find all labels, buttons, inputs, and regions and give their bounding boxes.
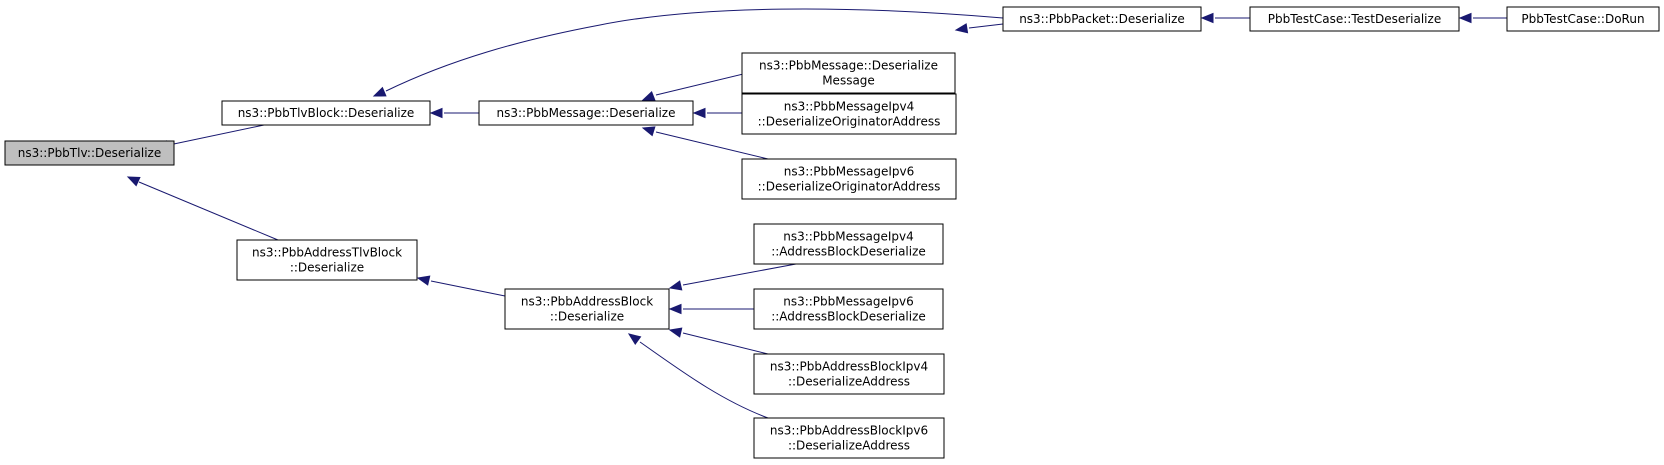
node-box bbox=[1249, 6, 1460, 32]
arrowhead bbox=[692, 107, 706, 119]
edge-pbbaddressblock-deserialize-to-pbbaddresstlvblock-deserialize bbox=[416, 275, 506, 297]
node-box bbox=[1506, 6, 1660, 32]
arrowhead bbox=[1458, 12, 1472, 24]
node-label: PbbTestCase::TestDeserialize bbox=[1268, 12, 1441, 26]
node-label: ::DeserializeOriginatorAddress bbox=[758, 115, 941, 129]
edge-line bbox=[138, 181, 279, 241]
node-label: ns3::PbbMessageIpv4 bbox=[784, 100, 915, 114]
node-pbbaddressblockipv6-deserializeaddress[interactable]: ns3::PbbAddressBlockIpv6::DeserializeAdd… bbox=[753, 417, 945, 459]
node-box bbox=[741, 52, 956, 94]
node-pbbmessageipv6-addressblockdeserialize[interactable]: ns3::PbbMessageIpv6::AddressBlockDeseria… bbox=[753, 288, 944, 330]
node-pbbtlv-deserialize[interactable]: ns3::PbbTlv::Deserialize bbox=[4, 140, 175, 166]
node-label: PbbTestCase::DoRun bbox=[1521, 12, 1644, 26]
edge-line bbox=[385, 8, 1004, 92]
node-label: ns3::PbbMessageIpv4 bbox=[783, 230, 914, 244]
node-pbbtlvblock-deserialize[interactable]: ns3::PbbTlvBlock::Deserialize bbox=[221, 100, 431, 126]
arrowhead bbox=[627, 333, 642, 346]
nodes-layer: ns3::PbbTlv::Deserialize ns3::PbbTlvBlock… bbox=[4, 6, 1660, 459]
node-box bbox=[753, 223, 944, 265]
node-label: ns3::PbbAddressTlvBlock bbox=[252, 246, 402, 260]
arrowhead bbox=[668, 327, 683, 338]
node-box bbox=[1002, 6, 1202, 32]
node-label: ::Deserialize bbox=[290, 261, 364, 275]
arrowhead bbox=[954, 23, 969, 34]
node-label: ::DeserializeAddress bbox=[788, 375, 910, 389]
node-pbbmessageipv4-addressblockdeserialize[interactable]: ns3::PbbMessageIpv4::AddressBlockDeseria… bbox=[753, 223, 944, 265]
edges-layer bbox=[126, 8, 1507, 419]
node-label: ns3::PbbAddressBlockIpv4 bbox=[770, 360, 928, 374]
edge-line bbox=[655, 131, 769, 160]
node-box bbox=[741, 93, 957, 135]
node-box bbox=[741, 158, 957, 200]
node-label: ::AddressBlockDeserialize bbox=[771, 310, 926, 324]
node-box bbox=[753, 353, 945, 395]
edge-pbbtestcase-testdeserialize-to-pbbpacket-deserialize bbox=[1200, 12, 1250, 24]
edge-pbbtestcase-dorun-to-pbbtestcase-testdeserialize bbox=[1458, 12, 1507, 24]
node-label: ns3::PbbMessage::Deserialize bbox=[497, 106, 676, 120]
node-label: ::AddressBlockDeserialize bbox=[771, 245, 926, 259]
node-pbbpacket-deserialize[interactable]: ns3::PbbPacket::Deserialize bbox=[1002, 6, 1202, 32]
node-label: ns3::PbbMessage::Deserialize bbox=[759, 59, 938, 73]
node-box bbox=[221, 100, 431, 126]
node-label: ns3::PbbAddressBlock bbox=[521, 295, 653, 309]
node-label: ns3::PbbAddressBlockIpv6 bbox=[770, 424, 928, 438]
node-pbbaddressblockipv4-deserializeaddress[interactable]: ns3::PbbAddressBlockIpv4::DeserializeAdd… bbox=[753, 353, 945, 395]
node-label: ns3::PbbPacket::Deserialize bbox=[1019, 12, 1185, 26]
edge-pbbaddresstlvblock-deserialize-to-pbbtlv-deserialize bbox=[126, 176, 279, 241]
node-label: ::DeserializeOriginatorAddress bbox=[758, 180, 941, 194]
edge-pbbmessageipv4-addressblockdeserialize-to-pbbaddressblock-deserialize bbox=[668, 263, 797, 291]
edge-pbbaddressblockipv4-deserializeaddress-to-pbbaddressblock-deserialize bbox=[668, 327, 769, 355]
arrowhead bbox=[668, 280, 683, 291]
node-box bbox=[753, 288, 944, 330]
node-box bbox=[236, 239, 418, 281]
node-label: Message bbox=[822, 74, 875, 88]
edge-pbbpacket-deserialize-to-pbbtlvblock-deserialize bbox=[372, 8, 1004, 97]
edge-line bbox=[682, 263, 797, 286]
edge-line bbox=[168, 124, 265, 146]
edge-line bbox=[682, 332, 769, 355]
edge-line bbox=[968, 23, 1004, 29]
node-label: ::Deserialize bbox=[550, 310, 624, 324]
edge-pbbmessageipv6-deserializeoriginatoraddress-to-pbbmessage-deserialize bbox=[641, 126, 769, 160]
edge-pbbmessage-deserialize-to-pbbtlvblock-deserialize bbox=[429, 107, 479, 119]
node-box bbox=[478, 100, 694, 126]
node-label: ns3::PbbTlvBlock::Deserialize bbox=[238, 106, 415, 120]
node-pbbmessageipv4-deserializeoriginatoraddress[interactable]: ns3::PbbMessageIpv4::DeserializeOriginat… bbox=[741, 93, 957, 135]
arrowhead bbox=[641, 126, 656, 137]
arrowhead bbox=[372, 86, 387, 97]
arrowhead bbox=[416, 275, 431, 286]
node-pbbaddressblock-deserialize[interactable]: ns3::PbbAddressBlock::Deserialize bbox=[504, 288, 670, 330]
edge-line bbox=[430, 280, 506, 297]
edge-pbbmessageipv4-deserializeoriginatoraddress-to-pbbmessage-deserialize bbox=[692, 107, 742, 119]
node-label: ns3::PbbTlv::Deserialize bbox=[18, 146, 161, 160]
node-box bbox=[504, 288, 670, 330]
node-pbbtestcase-testdeserialize[interactable]: PbbTestCase::TestDeserialize bbox=[1249, 6, 1460, 32]
node-pbbaddresstlvblock-deserialize[interactable]: ns3::PbbAddressTlvBlock::Deserialize bbox=[236, 239, 418, 281]
node-label: ns3::PbbMessageIpv6 bbox=[783, 295, 914, 309]
node-pbbmessage-deserialize[interactable]: ns3::PbbMessage::Deserialize bbox=[478, 100, 694, 126]
arrowhead bbox=[1200, 12, 1214, 24]
arrowhead bbox=[668, 303, 682, 315]
edge-line bbox=[639, 341, 769, 419]
node-pbbmessageipv6-deserializeoriginatoraddress[interactable]: ns3::PbbMessageIpv6::DeserializeOriginat… bbox=[741, 158, 957, 200]
node-box bbox=[4, 140, 175, 166]
arrowhead bbox=[429, 107, 443, 119]
arrowhead bbox=[126, 176, 141, 187]
node-label: ns3::PbbMessageIpv6 bbox=[784, 165, 915, 179]
node-label: ::DeserializeAddress bbox=[788, 439, 910, 453]
edge-pbbaddressblockipv6-deserializeaddress-to-pbbaddressblock-deserialize bbox=[627, 333, 769, 419]
node-pbbtestcase-dorun[interactable]: PbbTestCase::DoRun bbox=[1506, 6, 1660, 32]
edge-pbbmessageipv6-addressblockdeserialize-to-pbbaddressblock-deserialize bbox=[668, 303, 754, 315]
edge-pbbpacket-deserialize-to-pbbmessage-deserializemessage bbox=[954, 23, 1004, 34]
arrowhead bbox=[641, 90, 656, 101]
node-box bbox=[753, 417, 945, 459]
